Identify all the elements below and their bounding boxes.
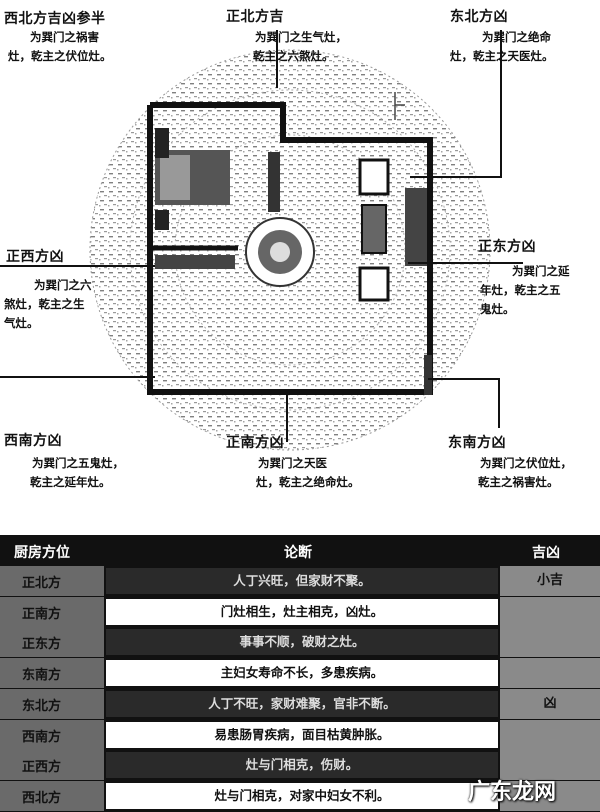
table-header: 厨房方位 论断 吉凶	[0, 535, 600, 566]
row-direction: 东南方	[0, 658, 104, 689]
label-southeast-title: 东南方凶	[448, 435, 506, 451]
label-east-desc: 为巽门之延年灶，乾主之五鬼灶。	[480, 264, 570, 316]
site-watermark: 广东龙网	[468, 780, 557, 805]
label-north-desc: 为巽门之生气灶，乾主之六煞灶。	[253, 30, 347, 63]
label-south-title: 正南方凶	[226, 435, 284, 451]
row-direction: 正东方	[0, 627, 104, 658]
label-north-title: 正北方吉	[226, 9, 284, 25]
connector-e	[408, 262, 523, 264]
row-result	[500, 750, 600, 781]
header-verdict: 论断	[284, 545, 312, 561]
label-southwest-desc: 为巽门之五鬼灶，乾主之延年灶。	[30, 456, 124, 489]
row-verdict: 事事不顺，破财之灶。	[106, 629, 498, 656]
compass-floorplan-graphic	[89, 49, 491, 451]
label-east-title: 正东方凶	[478, 239, 536, 255]
row-verdict: 人丁不旺，家财难聚，官非不断。	[106, 690, 498, 717]
row-result	[500, 658, 600, 689]
row-direction: 正北方	[0, 566, 104, 596]
row-verdict: 易患肠胃疾病，面目枯黄肿胀。	[106, 721, 498, 748]
row-direction: 正南方	[0, 596, 104, 627]
row-direction: 西南方	[0, 719, 104, 750]
label-northeast-title: 东北方凶	[450, 9, 508, 25]
row-result	[500, 780, 600, 811]
row-result	[500, 627, 600, 658]
table-row: 正南方门灶相生，灶主相克，凶灶。	[0, 596, 600, 627]
row-direction: 正西方	[0, 750, 104, 781]
table-row: 东北方人丁不旺，家财难聚，官非不断。凶	[0, 688, 600, 719]
table-row: 西北方灶与门相克，对家中妇女不利。	[0, 780, 600, 811]
row-direction: 东北方	[0, 688, 104, 719]
connector-ne-v	[500, 60, 502, 178]
label-southeast-desc: 为巽门之伏位灶，乾主之祸害灶。	[478, 456, 572, 489]
kitchen-direction-table: 厨房方位 论断 吉凶 正北方人丁兴旺，但家财不聚。小吉正南方门灶相生，灶主相克，…	[0, 535, 600, 812]
label-northwest-desc: 为巽门之祸害灶，乾主之伏位灶。	[8, 30, 112, 63]
table-row: 东南方主妇女寿命不长，多患疾病。	[0, 658, 600, 689]
connector-w	[0, 265, 155, 267]
row-verdict: 门灶相生，灶主相克，凶灶。	[106, 598, 498, 625]
label-northwest-title: 西北方吉凶参半	[4, 11, 106, 27]
row-result	[500, 719, 600, 750]
label-south-desc: 为巽门之天医灶，乾主之绝命灶。	[256, 456, 360, 489]
bagua-floorplan-diagram: 西北方吉凶参半 为巽门之祸害灶，乾主之伏位灶。 正北方吉 为巽门之生气灶，乾主之…	[0, 9, 572, 489]
table-row: 正东方事事不顺，破财之灶。	[0, 627, 600, 658]
row-result: 小吉	[500, 566, 600, 596]
header-direction: 厨房方位	[14, 545, 70, 561]
table-row: 正西方灶与门相克，伤财。	[0, 750, 600, 781]
row-result	[500, 596, 600, 627]
connector-ne	[500, 30, 502, 70]
row-verdict: 灶与门相克，对家中妇女不利。	[106, 782, 498, 809]
row-direction: 西北方	[0, 780, 104, 811]
label-west-title: 正西方凶	[6, 249, 64, 265]
row-verdict: 人丁兴旺，但家财不聚。	[106, 568, 498, 594]
connector-se-h	[428, 378, 500, 380]
table-row: 西南方易患肠胃疾病，面目枯黄肿胀。	[0, 719, 600, 750]
label-southwest-title: 西南方凶	[4, 433, 62, 449]
connector-n	[276, 30, 278, 88]
connector-sw	[0, 376, 155, 378]
connector-se	[498, 378, 500, 428]
header-result: 吉凶	[532, 545, 560, 561]
row-result: 凶	[500, 688, 600, 719]
label-northeast-desc: 为巽门之绝命灶，乾主之天医灶。	[450, 30, 554, 63]
row-verdict: 主妇女寿命不长，多患疾病。	[106, 660, 498, 687]
table-row: 正北方人丁兴旺，但家财不聚。小吉	[0, 566, 600, 596]
connector-s	[286, 390, 288, 442]
connector-ne-h	[410, 176, 500, 178]
row-verdict: 灶与门相克，伤财。	[106, 752, 498, 779]
label-west-desc: 为巽门之六煞灶，乾主之生气灶。	[4, 278, 92, 330]
